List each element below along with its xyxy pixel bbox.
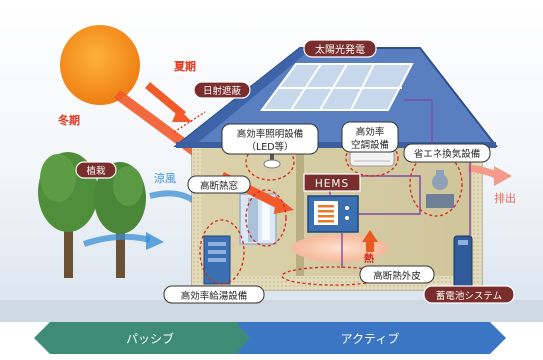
heat-label: 熱 <box>364 252 374 265</box>
roof-eave <box>176 142 496 148</box>
insulation-label-box <box>359 265 435 284</box>
planting-label: 植栽 <box>86 165 106 177</box>
ventilation-fan-icon <box>426 170 454 208</box>
lighting-label-box <box>221 123 319 155</box>
lighting-label-line2: （LED等） <box>246 141 293 153</box>
summer-sun-ray <box>145 82 186 118</box>
aircon-label-line1: 高効率 <box>356 126 385 138</box>
summer-label: 夏期 <box>174 59 196 73</box>
battery-label-box <box>423 285 515 304</box>
planting-label-box <box>75 161 117 179</box>
window-label: 高断熱窓 <box>200 180 238 192</box>
active-arrow <box>236 322 506 354</box>
ventilation-label: 省エネ換気設備 <box>414 148 481 160</box>
active-label: アクティブ <box>341 331 400 346</box>
breeze-arrow-2-head <box>146 232 164 250</box>
wall-insulation-right <box>472 142 482 290</box>
breeze-label: 涼風 <box>154 171 176 185</box>
sun-icon <box>60 25 140 105</box>
solar-label-box <box>303 39 377 58</box>
hems-label: HEMS <box>315 178 349 190</box>
wall-insulation-left <box>192 142 202 290</box>
trees-icon <box>38 152 146 278</box>
interior-wall <box>296 142 304 276</box>
lighting-label-line1: 高効率照明設備 <box>237 128 304 140</box>
ground-band <box>0 300 543 322</box>
water-heater-label: 高効率給湯設備 <box>181 290 248 302</box>
hems-label-box <box>303 173 361 192</box>
ventilation-label-box <box>403 143 491 163</box>
aircon-label-box <box>341 121 399 153</box>
summer-sun-ray-head <box>172 108 192 122</box>
solar-panel-icon <box>260 63 414 111</box>
exhaust-label: 排出 <box>494 191 516 205</box>
sunshade-label-box <box>193 81 251 99</box>
aircon-label-line2: 空調設備 <box>351 139 389 151</box>
passive-arrow <box>34 322 262 354</box>
water-heater-icon <box>203 235 231 285</box>
highlight-circles <box>199 139 463 286</box>
heat-up-arrow-icon <box>362 230 378 252</box>
exhaust-arrow-head <box>494 166 512 186</box>
hems-panel-icon <box>307 195 359 233</box>
passive-label: パッシブ <box>126 331 174 346</box>
battery-label: 蓄電池システム <box>436 290 502 302</box>
window-label-box <box>187 175 251 194</box>
water-heater-label-box <box>163 285 265 304</box>
insulation-label: 高断熱外皮 <box>373 270 421 282</box>
sunshade-label: 日射遮蔽 <box>203 85 242 97</box>
storage-battery-icon <box>453 235 473 289</box>
breeze-arrow-2 <box>83 233 151 247</box>
solar-label: 太陽光発電 <box>315 43 365 56</box>
winter-label: 冬期 <box>58 113 80 127</box>
